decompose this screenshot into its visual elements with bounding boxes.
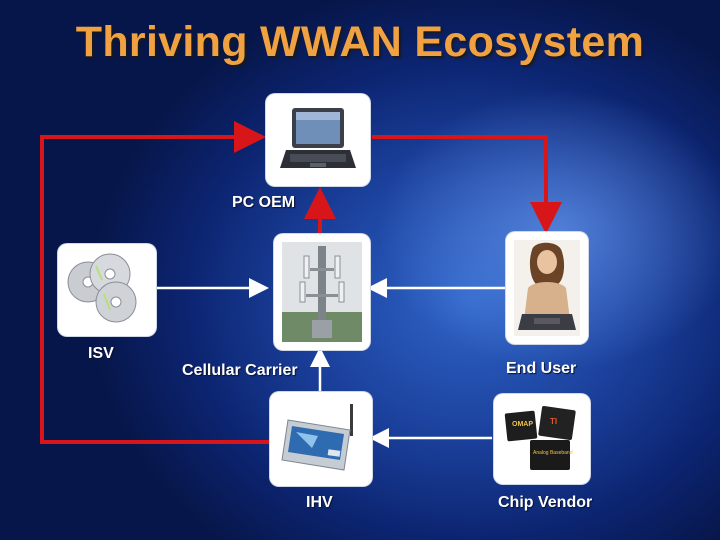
node-cellular-carrier — [274, 234, 370, 350]
chip-label-ti: TI — [550, 417, 557, 426]
cd-discs-icon — [67, 253, 137, 323]
red-arrow-ihv-to-pc-oem — [40, 121, 270, 444]
node-pc-oem — [266, 94, 370, 186]
woman-with-laptop-icon — [514, 240, 580, 336]
node-isv — [58, 244, 156, 336]
label-chip-vendor: Chip Vendor — [498, 494, 593, 511]
label-pc-oem: PC OEM — [232, 194, 296, 211]
node-chip-vendor: OMAP TI Analog Baseband — [494, 394, 590, 484]
label-isv: ISV — [88, 345, 114, 362]
red-arrow-pc-oem-to-end-user — [372, 135, 562, 234]
slide-title: Thriving WWAN Ecosystem — [75, 18, 645, 66]
pc-card-icon — [281, 404, 353, 471]
node-end-user — [506, 232, 588, 344]
cell-tower-icon — [282, 242, 362, 342]
laptop-icon — [280, 108, 356, 168]
chips-icon: OMAP TI Analog Baseband — [504, 406, 576, 470]
chip-label-omap: OMAP — [512, 421, 533, 428]
node-ihv — [270, 392, 372, 486]
label-cellular-carrier: Cellular Carrier — [182, 362, 298, 379]
label-end-user: End User — [506, 360, 577, 377]
chip-label-analog: Analog Baseband — [533, 450, 573, 456]
label-ihv: IHV — [306, 494, 333, 511]
